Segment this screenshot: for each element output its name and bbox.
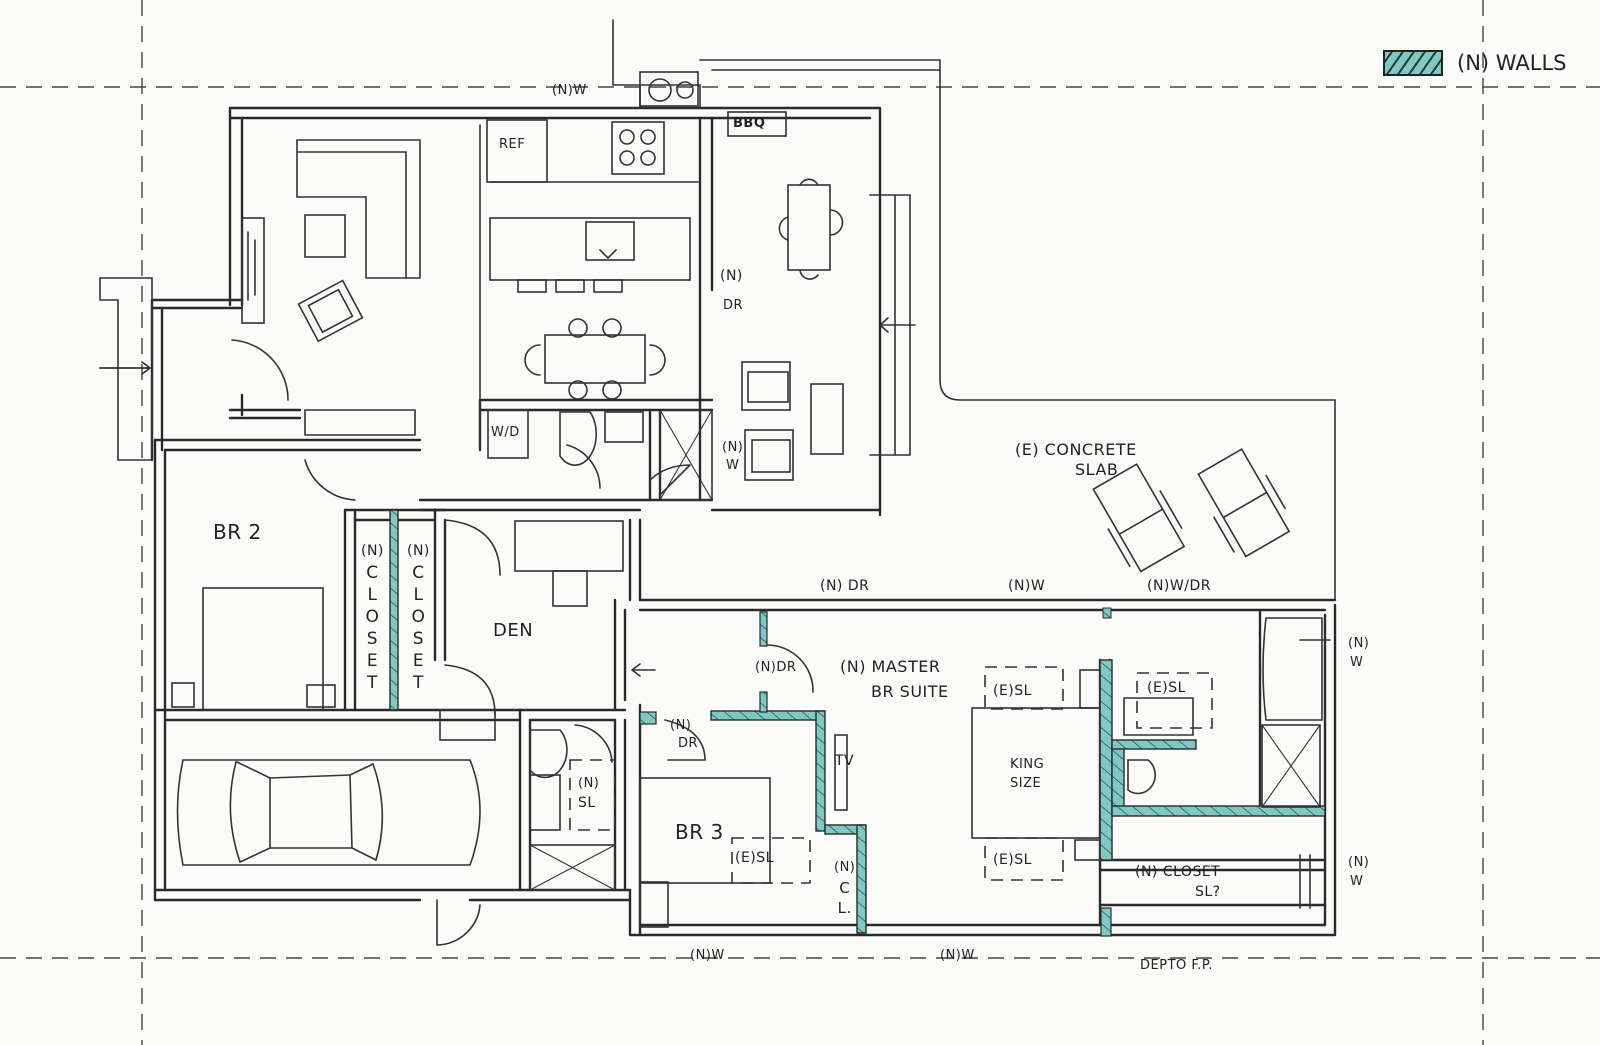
closet-label-master: (N) CLOSET [1135, 864, 1221, 880]
closet-label-br3: (N) C L. [834, 860, 856, 917]
note-nwdr-south: (N)W/DR [1147, 578, 1211, 594]
closet-label-den: (N) C L O S E T [407, 543, 430, 693]
fixture-label-ref: REF [499, 137, 526, 152]
note-ndr-south: (N) DR [820, 578, 870, 594]
note-nw-south: (N)W [1008, 578, 1046, 594]
note-nw-bottom-mid: (N)W [940, 948, 975, 963]
closet-label-br2: (N) C L O S E T [361, 543, 384, 693]
area-label-slab: SLAB [1075, 460, 1119, 479]
note-nw-east-bot-2: W [1350, 874, 1364, 889]
note-ndr-living-1: (N) [720, 268, 743, 284]
furniture [171, 71, 1323, 928]
room-label-den: DEN [493, 620, 534, 641]
bed-label-size: SIZE [1010, 776, 1042, 791]
area-label-concrete: (E) CONCRETE [1015, 440, 1137, 459]
room-label-br3: BR 3 [675, 820, 724, 844]
note-nw-east-bot-1: (N) [1348, 855, 1370, 870]
exterior-walls [99, 19, 1337, 937]
note-ndr-br3-2: DR [678, 736, 699, 751]
room-label-br2: BR 2 [213, 520, 262, 544]
note-nw-living-1: (N) [722, 440, 744, 455]
note-nw-bottom-left: (N)W [690, 948, 725, 963]
note-ndr-hall: (N)DR [755, 660, 797, 675]
fixture-label-wd: W/D [491, 425, 520, 440]
room-label-master-2: BR SUITE [871, 682, 949, 701]
room-label-master-1: (N) MASTER [840, 657, 941, 676]
note-esl-master-bath: (E)SL [1147, 680, 1186, 696]
note-nw-east-top-2: W [1350, 655, 1364, 670]
note-depto: DEPTO F.P. [1140, 958, 1213, 973]
note-nw-top: (N)W [552, 83, 587, 98]
door-swings [99, 317, 1331, 946]
note-nsl-bath-2: SL [578, 795, 596, 811]
bed-label-king: KING [1010, 757, 1045, 772]
note-esl-master-bot: (E)SL [993, 852, 1032, 868]
legend-label: (N) WALLS [1457, 51, 1567, 75]
note-ndr-br3-1: (N) [670, 718, 692, 733]
new-wall-swatch [1383, 50, 1443, 76]
note-nsl-bath-1: (N) [578, 776, 600, 791]
note-nw-living-2: W [726, 458, 740, 473]
note-esl-master-top: (E)SL [993, 683, 1032, 699]
legend: (N) WALLS [1383, 50, 1566, 76]
note-esl-br3: (E)SL [735, 850, 774, 866]
closet-label-master-sl: SL? [1195, 884, 1221, 900]
note-ndr-living-2: DR [723, 298, 744, 313]
new-walls [389, 509, 1326, 937]
skylight-markers [569, 666, 1213, 884]
note-nw-east-top-1: (N) [1348, 636, 1370, 651]
fixture-label-bbq: BBQ [733, 116, 766, 131]
fixture-label-tv: TV [835, 753, 855, 769]
